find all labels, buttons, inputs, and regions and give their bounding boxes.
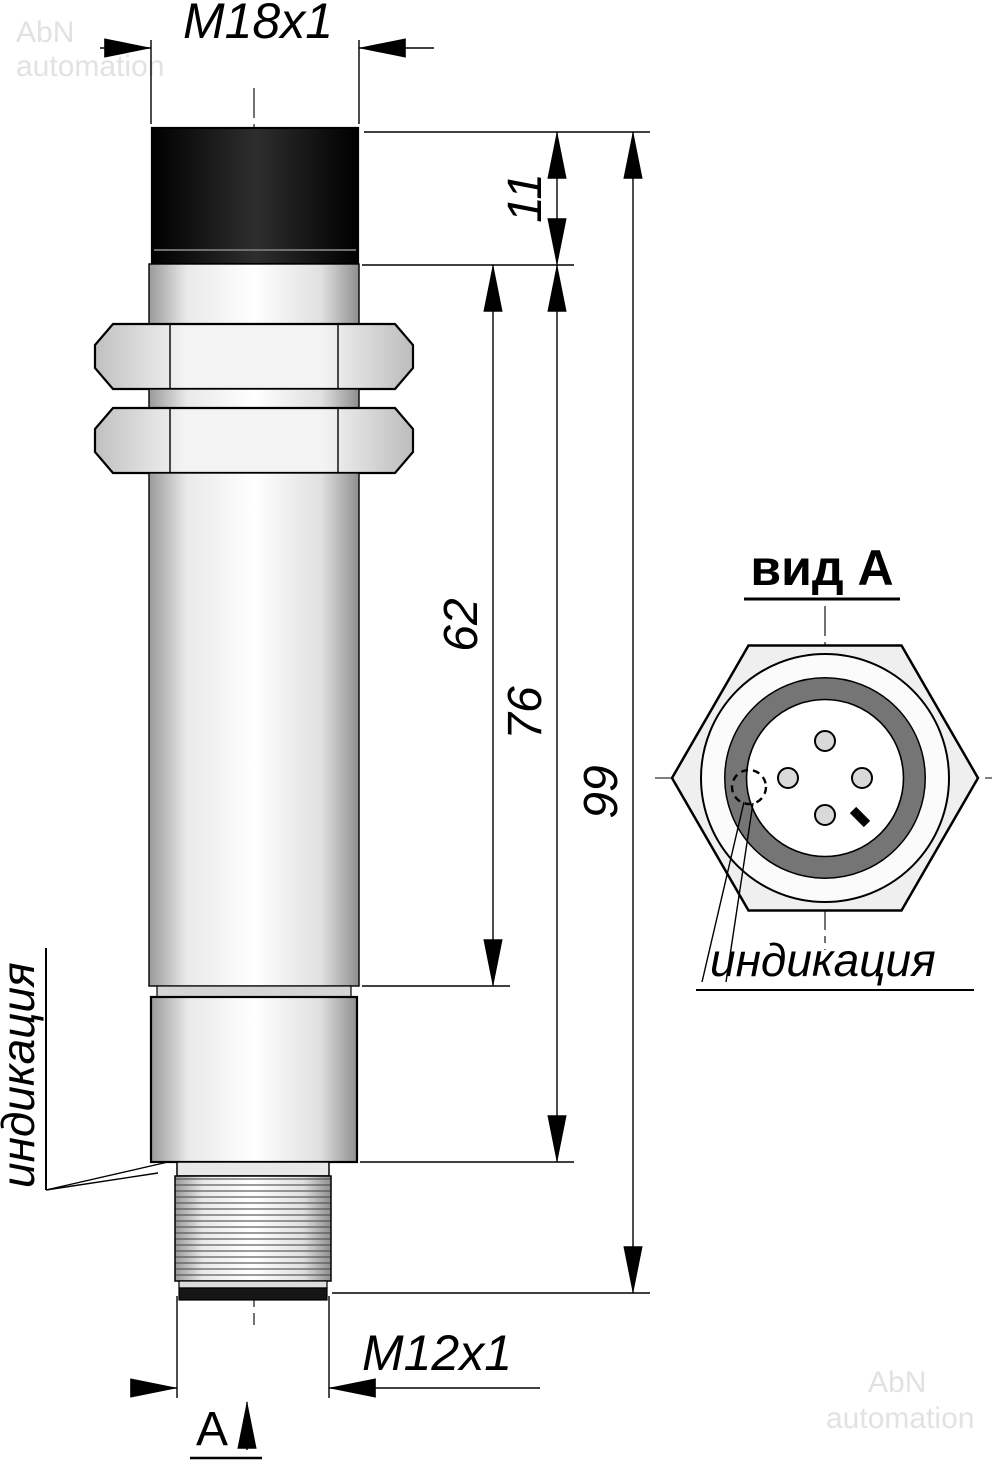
watermark-line2: automation	[16, 50, 164, 83]
smooth-housing	[149, 995, 359, 1164]
keying-mark	[849, 806, 871, 828]
indication-led-dashed-circle	[730, 768, 768, 806]
dimension-label-m18: M18x1	[183, 0, 333, 49]
connector-tip-light	[178, 1280, 328, 1289]
indication-label-view: индикация	[710, 934, 936, 986]
hex-nut-2	[93, 406, 415, 475]
watermark-bottom-right: AbN automation	[826, 1366, 974, 1435]
extension-lines	[332, 131, 650, 1294]
connector-collar	[176, 1161, 330, 1177]
thread-between-nuts	[149, 389, 359, 408]
watermark-line1: AbN	[16, 16, 74, 49]
dimension-62: 62	[435, 263, 503, 988]
connector-pins	[777, 730, 873, 826]
indication-label-left: индикация	[0, 962, 44, 1188]
connector-inner-circle	[745, 698, 905, 858]
watermark-line2: automation	[826, 1402, 974, 1435]
pin-right	[851, 767, 873, 789]
pin-bottom	[814, 804, 836, 826]
dimension-m12: M12x1	[130, 1296, 540, 1398]
dimension-99: 99	[575, 130, 643, 1295]
dimension-11: 11	[499, 130, 567, 267]
pin-left	[777, 767, 799, 789]
pin-top	[814, 730, 836, 752]
indication-leader-1	[45, 1161, 169, 1191]
thread-upper	[149, 264, 359, 324]
end-view-title: вид А	[750, 540, 893, 596]
indication-callout-view: индикация	[696, 801, 974, 991]
dimension-label-62: 62	[435, 598, 488, 651]
dimension-label-76: 76	[499, 686, 552, 740]
dimension-label-11: 11	[499, 173, 552, 223]
thread-relief-groove	[156, 985, 352, 998]
watermark-top-left: AbN automation	[16, 16, 164, 83]
indication-leader-1	[701, 801, 745, 983]
indication-callout-left: индикация	[0, 948, 169, 1191]
dimension-label-99: 99	[575, 765, 628, 818]
dimension-label-m12: M12x1	[362, 1325, 512, 1381]
hex-nut-1	[93, 322, 415, 391]
thread-barrel	[149, 473, 359, 986]
sensor-cap	[150, 126, 360, 266]
indication-leader-2	[45, 1172, 159, 1191]
sensor-front-view	[93, 88, 415, 1325]
view-arrow-label: А	[196, 1403, 228, 1456]
indication-leader-2	[725, 802, 754, 983]
end-view: вид А индикация	[655, 540, 995, 991]
dimension-76: 76	[499, 263, 567, 1164]
view-direction-arrow: А	[190, 1400, 262, 1460]
connector-tip-dark	[178, 1287, 328, 1301]
dimension-m18: M18x1	[100, 0, 434, 124]
connector-thread-lines	[174, 1175, 332, 1282]
watermark-line1: AbN	[868, 1366, 926, 1399]
